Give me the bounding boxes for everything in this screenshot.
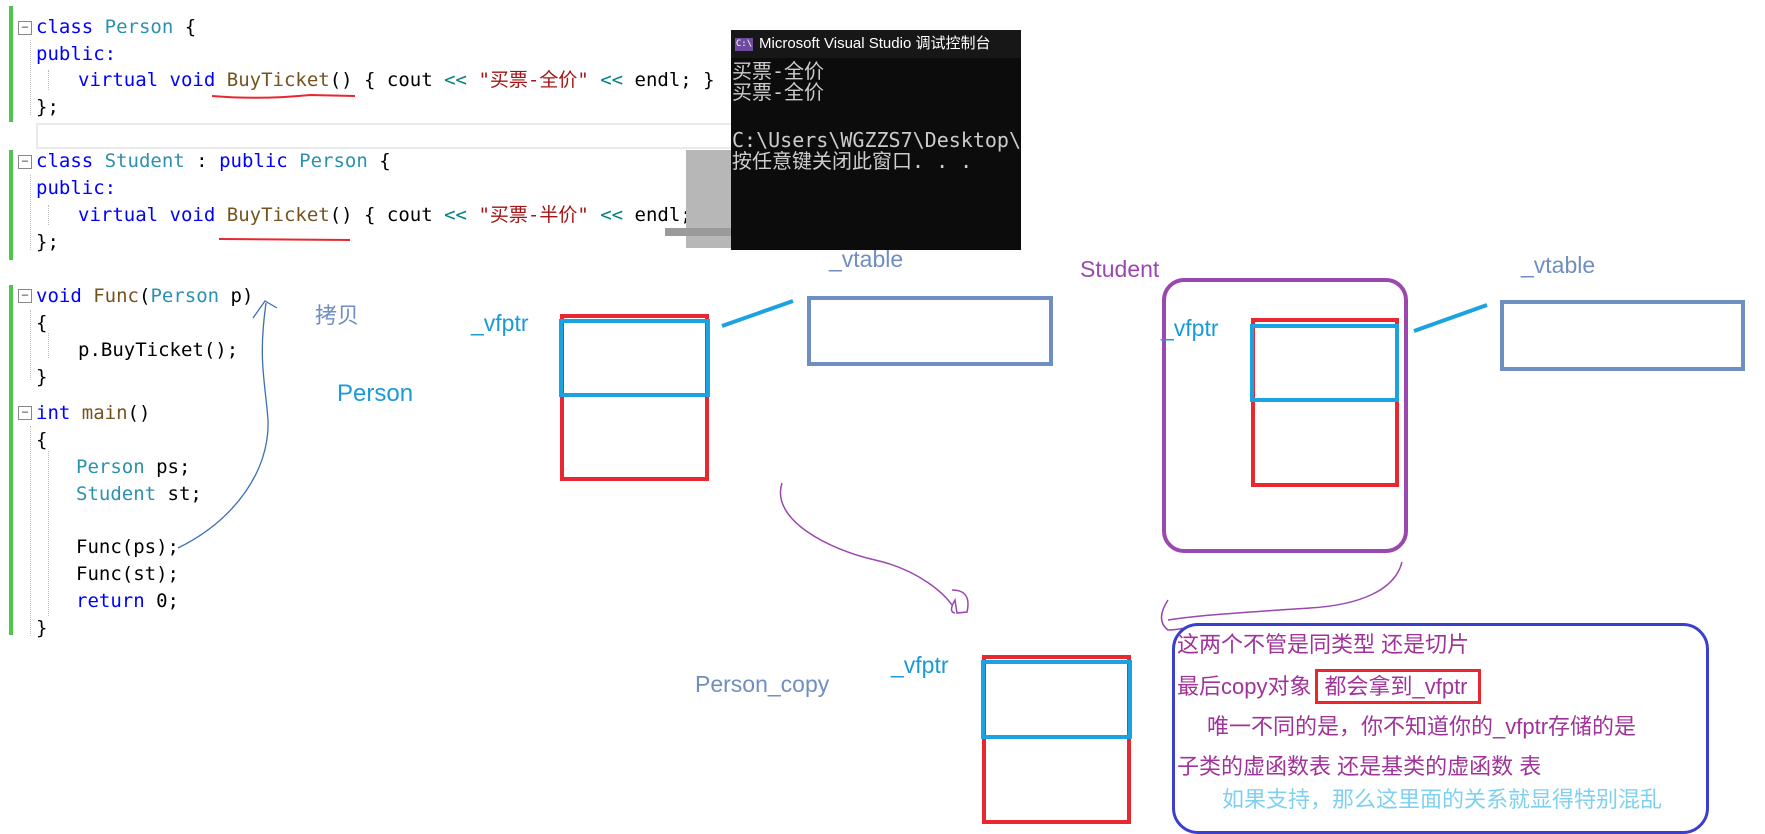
code-line: public: xyxy=(36,177,117,199)
vfptr-label: _vfptr xyxy=(471,310,529,336)
console-title: Microsoft Visual Studio 调试控制台 xyxy=(759,35,991,52)
copy-arrow xyxy=(1167,561,1403,621)
code-line: { xyxy=(36,312,48,334)
console-app-icon: C:\ xyxy=(735,37,753,51)
vfptr-link xyxy=(1413,303,1488,333)
window-fragment xyxy=(665,228,731,236)
copy-arrowhead xyxy=(1160,599,1186,631)
vtable-label: _vtable xyxy=(829,246,904,272)
debug-console-window[interactable]: C:\ Microsoft Visual Studio 调试控制台 买票-全价 买… xyxy=(731,30,1021,250)
code-line: int main() xyxy=(36,402,151,424)
console-line: 买票-全价 xyxy=(732,59,825,83)
student-label: Student xyxy=(1080,256,1160,282)
code-line: class Person { xyxy=(36,16,197,38)
vfptr-label: _vfptr xyxy=(1161,315,1219,341)
code-line: class Student : public Person { xyxy=(36,150,391,172)
copy-label: 拷贝 xyxy=(315,303,360,328)
code-line: p.BuyTicket(); xyxy=(78,339,239,361)
underline xyxy=(218,238,351,241)
change-bar xyxy=(9,150,13,260)
copy-arrow xyxy=(779,482,953,606)
note-line: 子类的虚函数表 还是基类的虚函数 表 xyxy=(1177,754,1542,779)
code-line: public: xyxy=(36,43,117,65)
person-object-box xyxy=(560,314,709,481)
person-label: Person xyxy=(337,380,414,407)
console-output: 买票-全价 买票-全价 C:\Users\WGZZS7\Desktop\ 按任意… xyxy=(731,58,1021,172)
vfptr-label: _vfptr xyxy=(891,652,949,678)
code-line: Func(ps); xyxy=(76,536,179,558)
vfptr-link xyxy=(721,299,794,328)
code-line: }; xyxy=(36,96,59,118)
console-title-bar[interactable]: C:\ Microsoft Visual Studio 调试控制台 xyxy=(731,30,1021,58)
highlighted-note-text: 都会拿到_vfptr xyxy=(1315,669,1481,704)
code-line: virtual void BuyTicket() { cout << "买票-半… xyxy=(78,204,715,226)
note-line: 最后copy对象都会拿到_vfptr xyxy=(1177,669,1481,704)
change-bar xyxy=(9,6,13,122)
code-line: virtual void BuyTicket() { cout << "买票-全… xyxy=(78,69,715,91)
console-line: C:\Users\WGZZS7\Desktop\ xyxy=(732,128,1021,152)
copy-object-box xyxy=(982,655,1131,824)
student-vtable-box xyxy=(1500,300,1745,371)
note-line: 唯一不同的是，你不知道你的_vfptr存储的是 xyxy=(1207,714,1637,739)
person-copy-label: Person_copy xyxy=(695,671,830,697)
code-line: } xyxy=(36,617,48,639)
copy-vfptr-box xyxy=(981,660,1132,739)
collapse-toggle-icon[interactable]: − xyxy=(18,21,32,35)
copy-arrow xyxy=(177,302,269,549)
note-line: 这两个不管是同类型 还是切片 xyxy=(1177,632,1470,657)
code-line: }; xyxy=(36,231,59,253)
code-line: Person ps; xyxy=(76,456,191,478)
copy-arrowhead xyxy=(950,589,969,614)
note-line: 如果支持，那么这里面的关系就显得特别混乱 xyxy=(1222,787,1663,812)
collapse-toggle-icon[interactable]: − xyxy=(18,155,32,169)
student-vfptr-box xyxy=(1250,324,1399,402)
console-line: 买票-全价 xyxy=(732,80,825,104)
copy-arrowhead xyxy=(252,300,278,319)
code-line: return 0; xyxy=(76,590,179,612)
code-line: Func(st); xyxy=(76,563,179,585)
person-vfptr-box xyxy=(559,319,710,397)
person-vtable-box xyxy=(807,296,1053,366)
note-text: 最后copy对象 xyxy=(1177,674,1312,699)
code-line: { xyxy=(36,429,48,451)
change-bar xyxy=(9,285,13,635)
underline xyxy=(211,93,356,99)
collapse-toggle-icon[interactable]: − xyxy=(18,289,32,303)
code-line: void Func(Person p) xyxy=(36,285,254,307)
console-line: 按任意键关闭此窗口. . . xyxy=(732,149,973,173)
code-line: Student st; xyxy=(76,483,202,505)
student-outline xyxy=(1162,278,1408,553)
collapse-toggle-icon[interactable]: − xyxy=(18,406,32,420)
student-object-box xyxy=(1251,318,1399,487)
vtable-label: _vtable xyxy=(1521,252,1596,278)
code-line: } xyxy=(36,366,48,388)
